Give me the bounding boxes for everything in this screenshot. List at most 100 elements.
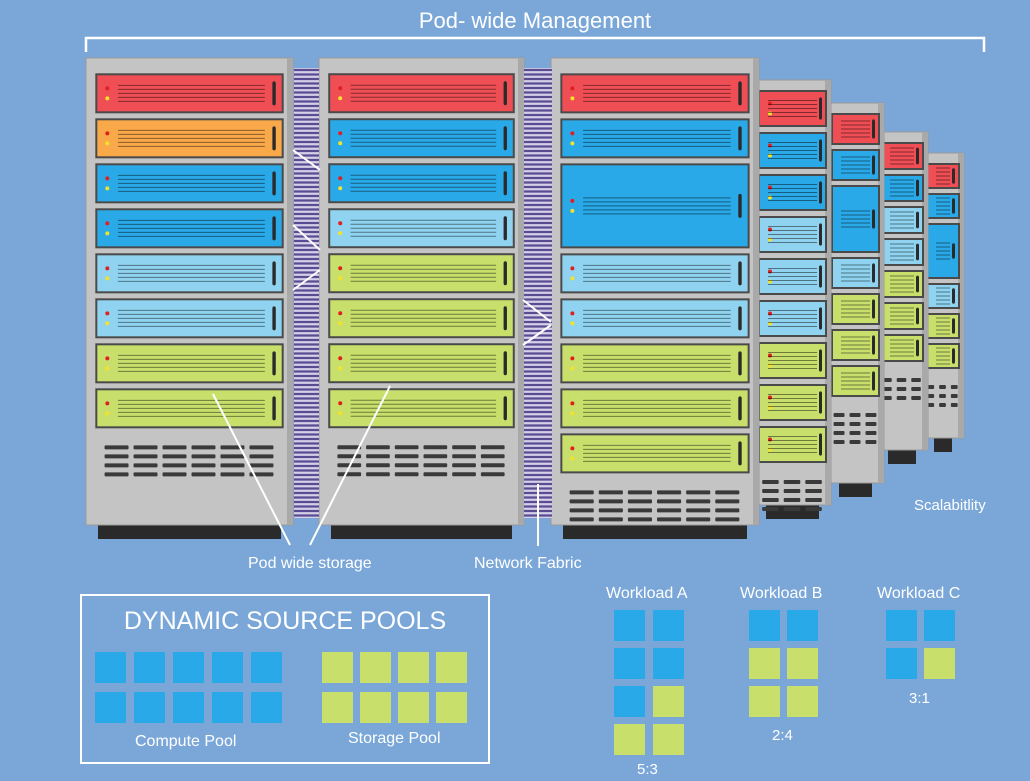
server-unit bbox=[560, 388, 750, 429]
server-unit-face bbox=[760, 176, 825, 209]
server-unit-face bbox=[928, 345, 958, 367]
status-led-yellow bbox=[768, 447, 772, 452]
server-unit bbox=[880, 174, 924, 202]
status-led-yellow bbox=[105, 321, 110, 326]
grille-slot bbox=[805, 480, 822, 484]
grille-slot bbox=[480, 454, 505, 459]
grille-slot bbox=[452, 472, 476, 477]
grille-slot bbox=[896, 387, 907, 391]
grille-slot bbox=[366, 463, 390, 468]
status-led-yellow bbox=[338, 141, 343, 146]
server-unit-face bbox=[833, 151, 878, 179]
server-unit-face bbox=[928, 285, 958, 307]
grille-slot bbox=[191, 454, 216, 459]
server-unit bbox=[758, 342, 827, 379]
storage-pool-label: Storage Pool bbox=[348, 730, 441, 747]
grille-slot bbox=[366, 445, 390, 450]
status-led-yellow bbox=[768, 195, 772, 200]
workload-b-tile bbox=[749, 686, 780, 717]
grille-slot bbox=[950, 403, 958, 407]
status-led-yellow bbox=[105, 186, 110, 191]
handle bbox=[738, 193, 742, 218]
server-rack-0 bbox=[85, 57, 294, 539]
status-led-yellow bbox=[768, 153, 772, 158]
status-led-yellow bbox=[338, 186, 343, 191]
storage-pool-tile bbox=[322, 652, 353, 683]
grille-slot bbox=[337, 472, 362, 477]
handle bbox=[916, 179, 919, 197]
grille-slot bbox=[686, 517, 711, 522]
server-unit bbox=[328, 388, 515, 429]
grille-slot bbox=[911, 378, 921, 382]
fabric-band-0 bbox=[294, 68, 319, 518]
workload-a-name: Workload A bbox=[606, 585, 688, 602]
grille-slot bbox=[133, 472, 158, 477]
handle bbox=[272, 81, 276, 106]
status-led-red bbox=[338, 221, 343, 226]
grille-slot bbox=[394, 463, 419, 468]
handle bbox=[872, 371, 875, 391]
grille-slot bbox=[657, 499, 682, 504]
grille-slot bbox=[104, 454, 129, 459]
server-unit bbox=[926, 223, 960, 279]
server-unit-face bbox=[760, 344, 825, 377]
server-unit bbox=[831, 149, 880, 181]
grille-slot bbox=[939, 394, 946, 398]
handle bbox=[952, 288, 955, 304]
handle bbox=[872, 155, 875, 175]
status-led-yellow bbox=[570, 366, 575, 371]
server-rack-4 bbox=[826, 102, 885, 497]
management-bracket bbox=[84, 36, 986, 52]
server-unit-face bbox=[760, 134, 825, 167]
workload-a-tile bbox=[653, 724, 684, 755]
handle bbox=[738, 81, 742, 106]
compute-pool-tile bbox=[251, 652, 282, 683]
grille-slot bbox=[950, 385, 958, 389]
workload-b-tile bbox=[787, 610, 818, 641]
server-unit-face bbox=[562, 75, 748, 112]
network-fabric bbox=[294, 68, 552, 518]
server-unit-face bbox=[97, 255, 282, 292]
grille-slot bbox=[337, 445, 362, 450]
status-led-red bbox=[105, 86, 110, 91]
handle bbox=[738, 351, 742, 376]
grille-slot bbox=[762, 507, 779, 511]
grille-slot bbox=[133, 454, 158, 459]
workload-a-tile bbox=[614, 686, 645, 717]
handle bbox=[872, 263, 875, 283]
status-led-yellow bbox=[105, 231, 110, 236]
grille-slot bbox=[249, 454, 274, 459]
handle bbox=[819, 97, 822, 120]
handle bbox=[503, 126, 507, 151]
server-unit-face bbox=[97, 120, 282, 157]
fabric-link bbox=[522, 299, 552, 323]
grille-slot bbox=[833, 440, 845, 444]
grille-slot bbox=[686, 490, 711, 495]
grille-slot bbox=[104, 472, 129, 477]
status-led-yellow bbox=[338, 276, 343, 281]
server-unit-face bbox=[562, 120, 748, 157]
handle bbox=[819, 349, 822, 372]
handle bbox=[952, 348, 955, 364]
grille-slot bbox=[480, 445, 505, 450]
workload-c-ratio: 3:1 bbox=[909, 690, 930, 707]
grille-slot bbox=[833, 422, 845, 426]
grille-slot bbox=[805, 489, 822, 493]
server-unit-face bbox=[562, 435, 748, 472]
server-unit-face bbox=[97, 345, 282, 382]
compute-pool-tile bbox=[95, 652, 126, 683]
grille-slot bbox=[715, 499, 740, 504]
grille-slot bbox=[569, 508, 594, 513]
status-led-yellow bbox=[338, 321, 343, 326]
grille-slot bbox=[569, 517, 594, 522]
grille-slot bbox=[162, 454, 187, 459]
status-led-yellow bbox=[768, 363, 772, 368]
server-unit-face bbox=[330, 165, 513, 202]
handle bbox=[872, 299, 875, 319]
server-unit bbox=[560, 433, 750, 474]
handle bbox=[916, 307, 919, 325]
status-led-red bbox=[570, 356, 575, 361]
server-unit-face bbox=[833, 259, 878, 287]
status-led-yellow bbox=[570, 456, 575, 461]
server-unit bbox=[926, 343, 960, 369]
